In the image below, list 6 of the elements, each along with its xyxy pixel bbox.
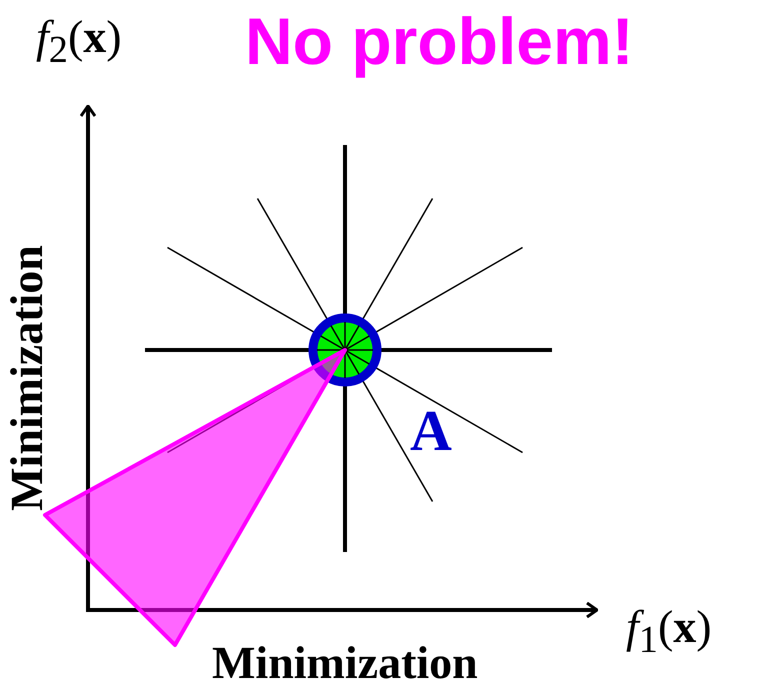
- axis-label: Minimization: [212, 640, 478, 686]
- cone-triangle: [43, 348, 347, 647]
- axis-label: f$_{1}$(x): [626, 604, 712, 660]
- axis-label: f$_{2}$(x): [36, 14, 122, 70]
- axis-label: Minimization: [4, 245, 50, 511]
- point-label: A: [410, 402, 452, 460]
